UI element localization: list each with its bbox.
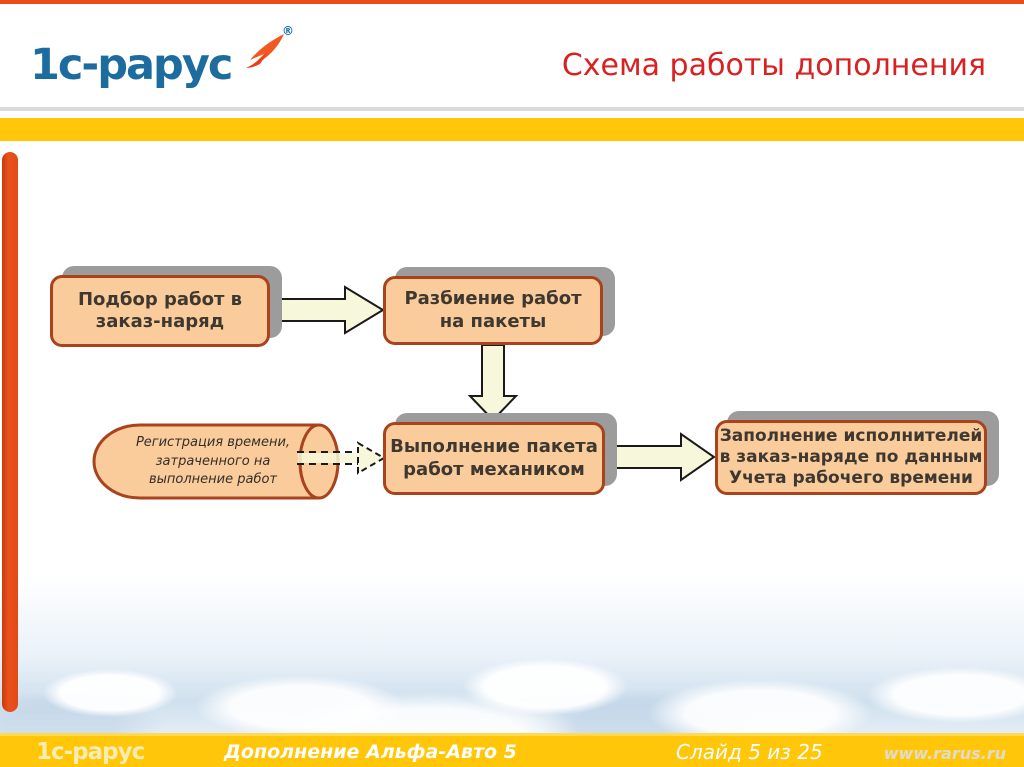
flow-box-label: Разбиение работ на пакеты (404, 288, 582, 332)
header-divider-line (0, 107, 1024, 111)
yellow-accent-stripe (0, 118, 1024, 141)
arrow-razbienie-to-vypolnenie (467, 344, 519, 422)
flow-box-label: Заполнение исполнителей в заказ-наряде п… (719, 425, 983, 489)
dashed-arrow-shaft-fill (298, 453, 358, 463)
arrow-vypolnenie-to-zapolnenie (604, 432, 716, 482)
dashed-arrow-head (357, 441, 387, 475)
top-accent-line (0, 0, 1024, 4)
flow-box-label: Выполнение пакета работ механиком (390, 436, 598, 480)
clouds-background (0, 575, 1024, 733)
left-accent-bar (2, 152, 18, 712)
slide-title: Схема работы дополнения (561, 48, 986, 83)
footer-product-name: Дополнение Альфа-Авто 5 (224, 741, 517, 763)
tape-shape-label: Регистрация времени, затраченного на вып… (135, 434, 291, 488)
footer-website-link[interactable]: www.rarus.ru (883, 744, 1006, 763)
flow-box-podbor-rabot: Подбор работ в заказ-наряд (50, 275, 270, 347)
flow-box-vypolnenie-paketa: Выполнение пакета работ механиком (383, 422, 605, 495)
footer-slide-counter: Слайд 5 из 25 (676, 740, 823, 764)
logo-lightning-icon (246, 34, 284, 68)
tape-shape (92, 423, 340, 500)
flow-box-razbienie-rabot: Разбиение работ на пакеты (383, 276, 603, 345)
footer-company-logo: 1с-рарус (36, 739, 145, 765)
flow-box-label: Подбор работ в заказ-наряд (77, 288, 243, 333)
registered-trademark-symbol: ® (282, 24, 294, 38)
arrow-podbor-to-razbienie (269, 285, 385, 335)
company-logo: 1с-рарус ® (30, 24, 294, 94)
flow-box-zapolnenie-ispolniteley: Заполнение исполнителей в заказ-наряде п… (715, 420, 987, 495)
footer-bar: 1с-рарус Дополнение Альфа-Авто 5 Слайд 5… (0, 733, 1024, 767)
company-logo-text: 1с-рарус (30, 40, 233, 90)
header: 1с-рарус ® Схема работы дополнения (0, 4, 1024, 108)
